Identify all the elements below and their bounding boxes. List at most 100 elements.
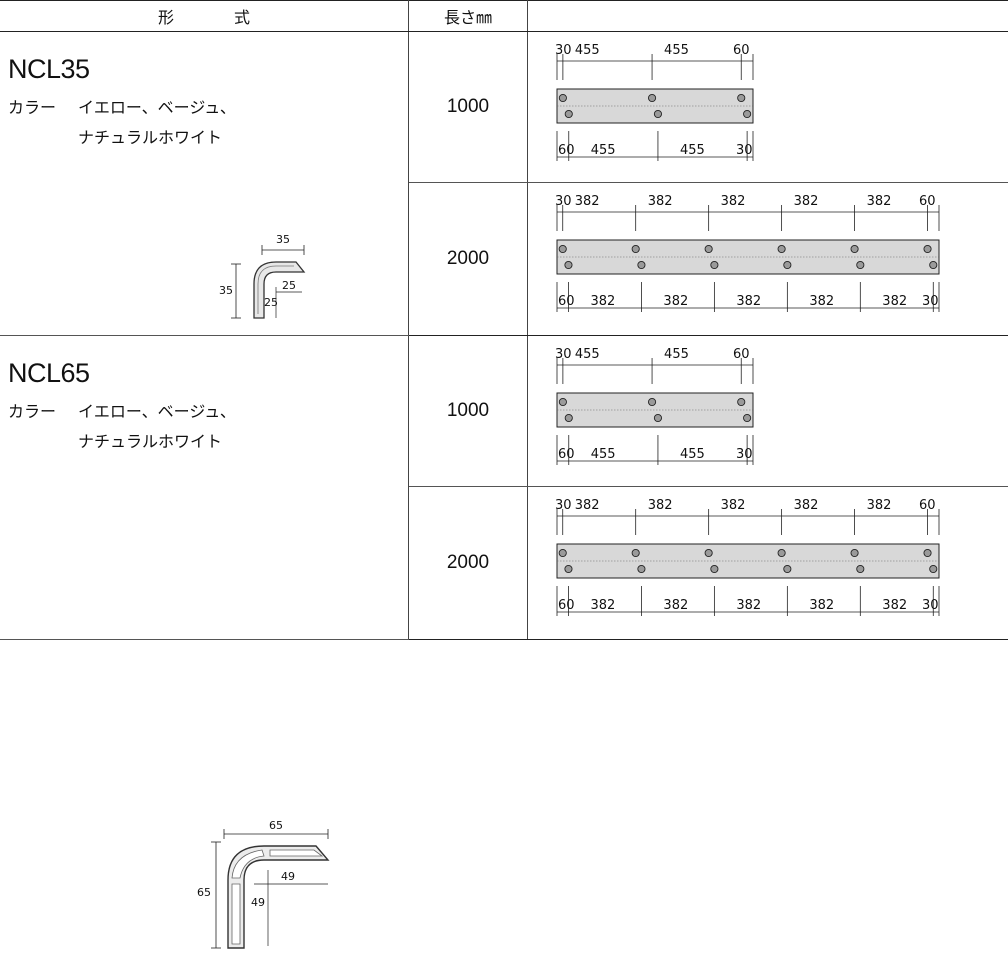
table-row: NCL35 カラーイエロー、ベージュ、 ナチュラルホワイト 35 35	[0, 32, 1008, 183]
mounting-hole	[711, 565, 718, 572]
dim-label-bottom: 60	[558, 598, 575, 613]
length-cell: 1000	[409, 32, 528, 183]
dim-label-bottom: 455	[680, 143, 705, 158]
dim-label-top: 382	[575, 498, 600, 513]
color-label: カラー	[8, 94, 78, 118]
dim-label-top: 382	[794, 498, 819, 513]
mounting-hole	[857, 565, 864, 572]
dim-label-bottom: 382	[663, 294, 688, 309]
mounting-hole	[638, 261, 645, 268]
mounting-hole	[559, 398, 566, 405]
dim-label-bottom: 382	[882, 598, 907, 613]
mounting-hole	[565, 261, 572, 268]
mounting-hole	[784, 261, 791, 268]
sect-dim-inner-w: 49	[281, 870, 295, 883]
mounting-hole	[654, 110, 661, 117]
dim-label-top: 60	[919, 194, 936, 209]
mounting-hole	[632, 549, 639, 556]
color-line: カラーイエロー、ベージュ、	[8, 398, 236, 422]
length-cell: 1000	[409, 336, 528, 487]
dim-label-top: 382	[867, 498, 892, 513]
spec-page: 形 式 長さ㎜ NCL35 カラーイエロー、ベージュ、 ナチュラルホワイト 35	[0, 0, 1008, 657]
dim-label-top: 30	[555, 347, 572, 362]
mounting-hole	[565, 110, 572, 117]
dim-label-top: 60	[733, 347, 750, 362]
color-values-1: イエロー、ベージュ、	[78, 402, 236, 421]
mounting-hole	[930, 261, 937, 268]
mounting-hole	[565, 414, 572, 421]
dim-label-bottom: 382	[736, 598, 761, 613]
dim-label-bottom: 455	[591, 447, 616, 462]
dim-label-bottom: 60	[558, 143, 575, 158]
dim-label-bottom: 382	[590, 598, 615, 613]
mounting-hole	[648, 398, 655, 405]
dim-label-bottom: 30	[922, 598, 939, 613]
mounting-hole	[924, 549, 931, 556]
dim-label-top: 382	[721, 498, 746, 513]
cross-section-ncl35: 35 35 25 25	[210, 232, 320, 332]
mounting-hole	[559, 94, 566, 101]
dim-label-bottom: 382	[736, 294, 761, 309]
mounting-hole	[784, 565, 791, 572]
table-header-row: 形 式 長さ㎜	[0, 1, 1008, 32]
dim-label-bottom: 455	[680, 447, 705, 462]
spec-table: 形 式 長さ㎜ NCL35 カラーイエロー、ベージュ、 ナチュラルホワイト 35	[0, 0, 1008, 640]
dim-label-top: 60	[733, 43, 750, 58]
dim-label-bottom: 382	[663, 598, 688, 613]
mounting-hole	[851, 245, 858, 252]
mounting-hole	[711, 261, 718, 268]
mounting-hole	[565, 565, 572, 572]
sect-dim-inner-w: 25	[282, 279, 296, 292]
dim-label-top: 30	[555, 194, 572, 209]
dim-label-bottom: 30	[736, 143, 753, 158]
dim-label-top: 382	[575, 194, 600, 209]
color-values-2: ナチュラルホワイト	[78, 428, 222, 452]
mounting-hole	[559, 549, 566, 556]
mounting-hole	[648, 94, 655, 101]
sect-dim-height: 65	[197, 886, 211, 899]
dim-label-bottom: 60	[558, 447, 575, 462]
dim-label-top: 30	[555, 498, 572, 513]
dim-label-top: 382	[867, 194, 892, 209]
dim-label-bottom: 382	[809, 598, 834, 613]
dim-label-top: 382	[648, 498, 673, 513]
dim-label-bottom: 455	[591, 143, 616, 158]
length-cell: 2000	[409, 487, 528, 640]
model-cell-ncl35: NCL35 カラーイエロー、ベージュ、 ナチュラルホワイト 35 35	[0, 32, 409, 336]
color-values-2: ナチュラルホワイト	[78, 124, 222, 148]
dim-label-top: 382	[794, 194, 819, 209]
mounting-hole	[559, 245, 566, 252]
header-diagram	[528, 1, 1008, 32]
dim-label-bottom: 382	[882, 294, 907, 309]
dim-label-top: 455	[575, 43, 600, 58]
profile-bar	[557, 393, 753, 427]
mounting-hole	[851, 549, 858, 556]
mounting-hole	[857, 261, 864, 268]
model-name: NCL65	[8, 358, 90, 389]
mounting-hole	[705, 245, 712, 252]
cross-section-ncl65: 65 65 49 49	[192, 818, 342, 958]
mounting-hole	[705, 549, 712, 556]
sect-dim-inner-h: 25	[264, 296, 278, 309]
mounting-hole	[654, 414, 661, 421]
mounting-hole	[924, 245, 931, 252]
dim-label-top: 60	[919, 498, 936, 513]
dim-label-bottom: 60	[558, 294, 575, 309]
mounting-hole	[778, 549, 785, 556]
header-model: 形 式	[0, 1, 409, 32]
dim-label-bottom: 30	[922, 294, 939, 309]
dim-label-top: 30	[555, 43, 572, 58]
mounting-hole	[744, 110, 751, 117]
header-length: 長さ㎜	[409, 1, 528, 32]
color-values-1: イエロー、ベージュ、	[78, 98, 236, 117]
dim-label-bottom: 382	[809, 294, 834, 309]
dim-label-top: 455	[664, 43, 689, 58]
mounting-hole	[738, 94, 745, 101]
